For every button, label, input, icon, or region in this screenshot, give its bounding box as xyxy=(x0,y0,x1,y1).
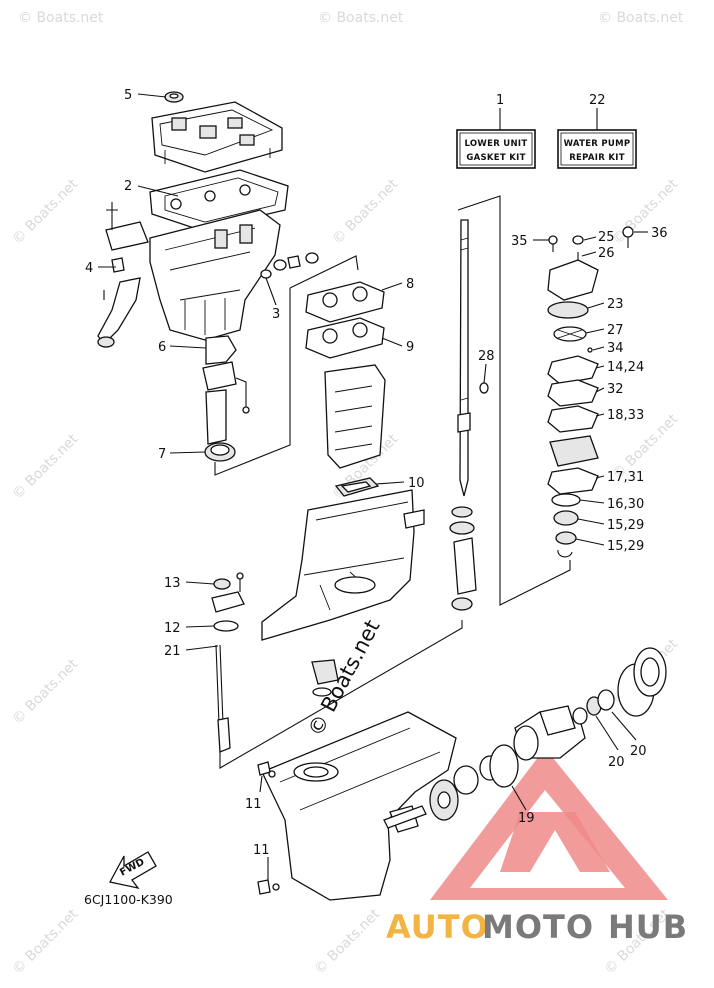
brand-wordmark: AUTO MOTO HUB xyxy=(386,908,688,946)
callout-number: 36 xyxy=(651,226,668,241)
callout-number: 13 xyxy=(164,576,181,591)
callout-number: 22 xyxy=(589,93,606,108)
kit-box-lower-unit: 1 LOWER UNIT GASKET KIT xyxy=(456,93,536,169)
watermark-text: © Boats.net xyxy=(18,10,104,26)
callout-number: 3 xyxy=(272,307,280,322)
part-11-drain-screw xyxy=(257,879,280,895)
part-upper-casing xyxy=(149,209,281,341)
part-propeller-shaft xyxy=(383,805,427,829)
part-11-drain-screw xyxy=(257,761,276,778)
callout-number: 28 xyxy=(478,349,495,364)
watermark-text: © Boats.net xyxy=(610,176,682,248)
callout-number: 12 xyxy=(164,621,181,636)
watermark-text: © Boats.net xyxy=(10,656,82,728)
part-exhaust-block xyxy=(324,364,386,469)
callout-number: 20 xyxy=(608,755,625,770)
callout-number: 8 xyxy=(406,277,414,292)
watermark-text: © Boats.net xyxy=(598,10,684,26)
part-3-fitting xyxy=(260,252,319,279)
callout-number: 26 xyxy=(598,246,615,261)
callout-number: 4 xyxy=(85,261,93,276)
part-12-oring xyxy=(213,620,239,632)
brand-text-moto: MOTO xyxy=(482,908,594,946)
callout-number: 2 xyxy=(124,179,132,194)
callout-number: 11 xyxy=(253,843,270,858)
part-7-seal xyxy=(204,442,236,462)
part-9-gasket xyxy=(305,317,385,359)
logo-triangle-shape xyxy=(430,748,668,900)
part-5-plug xyxy=(164,91,184,103)
callout-number: 7 xyxy=(158,447,166,462)
part-forward-gear xyxy=(429,779,459,821)
callout-number: 23 xyxy=(607,297,624,312)
diagram-code: 6CJ1100-K390 xyxy=(84,892,173,907)
callout-number: 16,30 xyxy=(607,497,644,512)
part-exhaust-guide xyxy=(151,101,283,173)
callout-number: 20 xyxy=(630,744,647,759)
callout-number: 5 xyxy=(124,88,132,103)
watermark-text: © Boats.net xyxy=(10,431,82,503)
kit-box-water-pump: 22 WATER PUMP REPAIR KIT xyxy=(557,93,637,169)
part-drive-shaft xyxy=(457,219,471,497)
callout-number: 32 xyxy=(607,382,624,397)
callout-number: 19 xyxy=(518,811,535,826)
part-13-seal xyxy=(213,578,231,590)
part-lower-upper-casing xyxy=(261,489,425,641)
part-water-pump-stack xyxy=(547,226,634,558)
part-gearcase xyxy=(261,711,457,901)
callout-number: 21 xyxy=(164,644,181,659)
callout-number: 15,29 xyxy=(607,518,644,533)
kit-label-line2: REPAIR KIT xyxy=(569,153,625,163)
callout-number: 6 xyxy=(158,340,166,355)
kit-label-line1: LOWER UNIT xyxy=(464,139,527,149)
part-propeller-housing xyxy=(513,705,586,761)
kit-label-line2: GASKET KIT xyxy=(466,153,525,163)
watermark-text: © Boats.net xyxy=(10,176,82,248)
callout-number: 14,24 xyxy=(607,360,644,375)
callout-number: 9 xyxy=(406,340,414,355)
callout-number: 35 xyxy=(511,234,528,249)
part-shaft-bushings xyxy=(449,506,477,611)
automotohub-logo xyxy=(430,748,668,900)
watermark-text: © Boats.net xyxy=(10,906,82,978)
callout-number: 1 xyxy=(496,93,504,108)
callout-number: 11 xyxy=(245,797,262,812)
part-6-exhaust-manifold xyxy=(202,335,250,445)
callout-number: 27 xyxy=(607,323,624,338)
callout-number: 18,33 xyxy=(607,408,644,423)
callout-number: 17,31 xyxy=(607,470,644,485)
part-19-oring xyxy=(489,744,519,788)
callout-number: 25 xyxy=(598,230,615,245)
part-8-gasket xyxy=(305,281,385,323)
watermark-text: © Boats.net xyxy=(330,176,402,248)
part-28-clip xyxy=(479,382,489,394)
callout-number: 34 xyxy=(607,341,624,356)
callout-leaders xyxy=(98,93,648,880)
center-watermark: © Boats.net xyxy=(303,616,384,740)
brand-text-hub: HUB xyxy=(608,908,688,946)
brand-text-auto: AUTO xyxy=(386,908,489,946)
kit-label-line1: WATER PUMP xyxy=(564,139,631,149)
watermark-text: © Boats.net xyxy=(318,10,404,26)
callout-number: 10 xyxy=(408,476,425,491)
part-shift-rod-holder xyxy=(211,572,245,613)
part-4-bracket xyxy=(97,202,149,348)
part-ring-nut xyxy=(617,647,667,717)
logo-inner-shape xyxy=(500,812,610,872)
part-21-shift-rod xyxy=(215,644,231,753)
callout-labels: 5 2 4 3 6 7 8 9 10 28 35 25 26 36 23 27 … xyxy=(85,88,668,858)
part-seals-20 xyxy=(572,689,615,725)
fwd-arrow-icon: FWD xyxy=(109,851,157,889)
part-pinion-gear xyxy=(311,659,339,697)
watermark-text: © Boats.net xyxy=(312,906,384,978)
part-10-rubber-seal xyxy=(334,477,380,497)
callout-number: 15,29 xyxy=(607,539,644,554)
